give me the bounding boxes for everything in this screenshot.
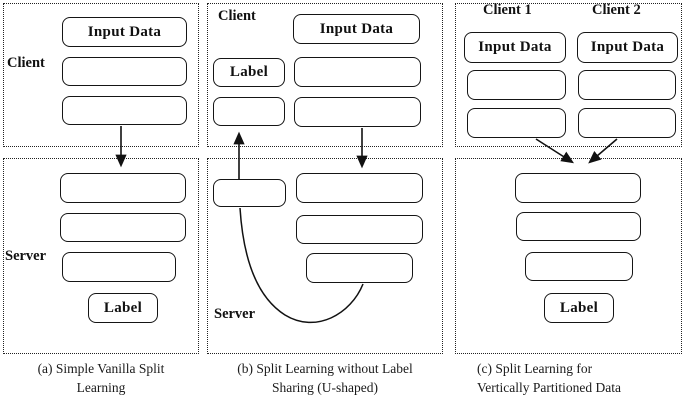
panel-c-client1-layer-box [467,108,566,138]
panel-a-client-layer-box [62,57,187,86]
panel-b-server-region [207,158,443,354]
panel-a-server-layer-box [60,173,186,203]
panel-b-server-layer-box [306,253,413,283]
panel-a-caption: (a) Simple Vanilla Split Learning [3,359,199,397]
caption-line: (b) Split Learning without Label [237,361,413,376]
panel-c-server-layer-box [525,252,633,281]
panel-a-client-label: Client [7,55,45,71]
panel-b-client-region [207,3,443,147]
panel-c-client2-layer-box [578,70,676,100]
panel-a-server-layer-box [60,213,186,242]
caption-line: Sharing (U-shaped) [271,380,379,395]
panel-b-client-label: Client [218,8,256,24]
panel-b-caption: (b) Split Learning without Label Sharing… [207,359,443,397]
panel-b-client-layer-box [294,57,421,87]
panel-a-client-layer-box [62,96,187,125]
panel-c-client1-label: Client 1 [483,2,532,18]
panel-a-input-data-box: Input Data [62,17,187,47]
panel-c-server-layer-box [516,212,641,241]
caption-line: (a) Simple Vanilla Split [37,361,165,376]
panel-a-client-region [3,3,199,147]
caption-line: Vertically Partitioned Data [477,380,621,395]
caption-line: Learning [76,380,126,395]
panel-c-input-data-box-1: Input Data [464,32,566,63]
panel-a-server-region [3,158,199,354]
panel-b-client-layer-box [213,97,285,126]
panel-b-server-layer-box [213,179,286,207]
panel-c-label-box: Label [544,293,614,323]
panel-a-server-label: Server [5,248,47,264]
panel-c-input-data-box-2: Input Data [577,32,678,63]
panel-b-input-data-box: Input Data [293,14,420,44]
panel-b-label-box: Label [213,58,285,87]
panel-b-server-layer-box [296,173,423,203]
panel-c-client1-layer-box [467,70,566,100]
panel-c-client2-label: Client 2 [592,2,641,18]
panel-c-server-layer-box [515,173,641,203]
panel-b-client-layer-box [294,97,421,127]
panel-b-server-layer-box [296,215,423,244]
panel-c-caption: (c) Split Learning for Vertically Partit… [477,359,682,397]
caption-line: (c) Split Learning for [477,361,593,376]
panel-c-client2-layer-box [578,108,676,138]
panel-a-server-layer-box [62,252,176,282]
panel-a-label-box: Label [88,293,158,323]
panel-b-server-label: Server [214,306,256,322]
